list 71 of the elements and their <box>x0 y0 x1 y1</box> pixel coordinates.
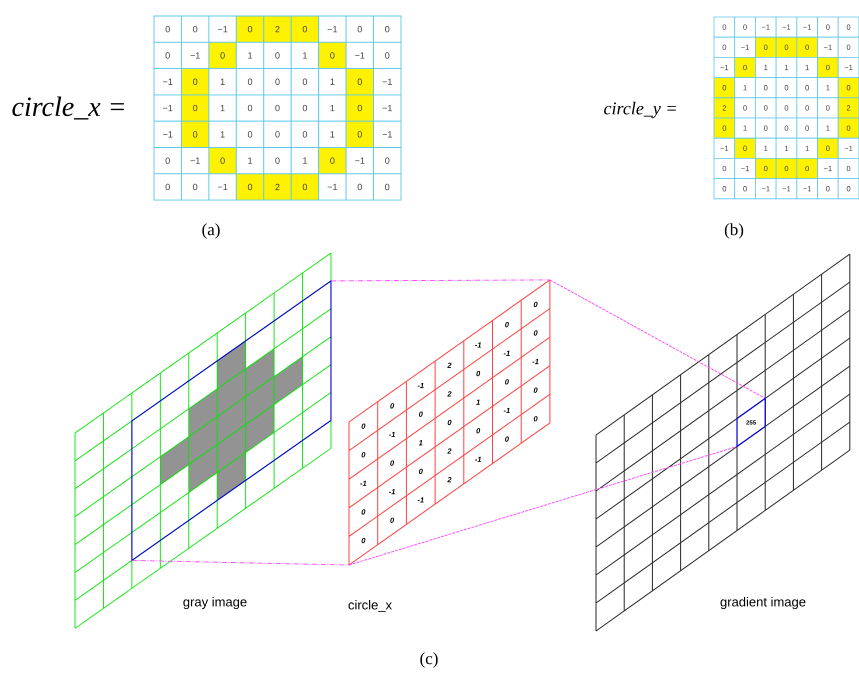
image-caption: circle_x <box>346 599 394 613</box>
table-cell: 0 <box>318 42 347 70</box>
table-cell: 0 <box>263 42 292 70</box>
table-cell: 0 <box>318 147 347 174</box>
table-cell: 0 <box>208 147 237 174</box>
table-cell: 1 <box>236 42 264 70</box>
table-cell: −1 <box>373 120 402 148</box>
table-cell: 0 <box>236 16 264 43</box>
table-cell: −1 <box>181 42 210 70</box>
table-cell: 0 <box>181 173 210 201</box>
formula-label: circle_y = <box>604 102 676 118</box>
table-cell: 1 <box>208 94 237 122</box>
image-caption: gray image <box>182 596 248 610</box>
table-cell: 0 <box>154 147 182 174</box>
table-cell: 0 <box>290 173 320 201</box>
table-cell: 0 <box>373 42 402 70</box>
table-cell: 0 <box>263 147 292 174</box>
table-cell: 0 <box>290 68 320 96</box>
table-cell: −1 <box>373 94 402 122</box>
table-cell: −1 <box>318 173 347 201</box>
table-cell: 0 <box>154 42 182 70</box>
table-cell: −1 <box>154 68 182 96</box>
table-cell: 0 <box>181 120 210 148</box>
table-cell: −1 <box>154 94 182 122</box>
table-cell: 0 <box>346 94 374 122</box>
table-cell: 0 <box>154 173 182 201</box>
table-cell: 0 <box>373 16 402 43</box>
table-cell: 0 <box>154 16 182 43</box>
table-cell: 0 <box>181 68 210 96</box>
table-cell: 0 <box>290 94 320 122</box>
table-cell: 0 <box>373 173 402 201</box>
table-cell: 1 <box>318 120 347 148</box>
table-cell: 0 <box>263 94 292 122</box>
table-cell: 0 <box>373 147 402 174</box>
table-cell: 1 <box>236 147 264 174</box>
table-cell: 0 <box>346 120 374 148</box>
table-cell: −1 <box>346 147 374 174</box>
table-cell: −1 <box>208 173 237 201</box>
table-cell: 1 <box>318 68 347 96</box>
table-cell: −1 <box>318 16 347 43</box>
table-cell: 0 <box>181 16 210 43</box>
table-cell: 1 <box>290 147 320 174</box>
table-cell: −1 <box>154 120 182 148</box>
table-cell: 0 <box>263 68 292 96</box>
table-cell: 1 <box>318 94 347 122</box>
table-cell: 0 <box>263 120 292 148</box>
formula-label: circle_x = <box>12 96 124 120</box>
table-cell: 0 <box>290 16 320 43</box>
table-cell: 2 <box>263 173 292 201</box>
table-cell: 2 <box>263 16 292 43</box>
table-cell: 1 <box>208 120 237 148</box>
table-cell: 1 <box>290 42 320 70</box>
table-cell: 1 <box>208 68 237 96</box>
table-cell: −1 <box>181 147 210 174</box>
image-caption: gradient image <box>719 596 807 610</box>
table-cell: 0 <box>290 120 320 148</box>
table-cell: 0 <box>236 68 264 96</box>
panel-label: (a) <box>202 223 220 239</box>
table-cell: 0 <box>208 42 237 70</box>
panel-label: (b) <box>724 223 744 239</box>
table-cell: 0 <box>346 16 374 43</box>
table-cell: 0 <box>236 94 264 122</box>
table-cell: −1 <box>208 16 237 43</box>
table-cell: −1 <box>373 68 402 96</box>
panel-label: (c) <box>420 652 438 668</box>
table-cell: 0 <box>236 173 264 201</box>
table-cell: 0 <box>236 120 264 148</box>
table-cell: 0 <box>181 94 210 122</box>
table-cell: 0 <box>346 173 374 201</box>
table-cell: 0 <box>346 68 374 96</box>
table-cell: −1 <box>346 42 374 70</box>
